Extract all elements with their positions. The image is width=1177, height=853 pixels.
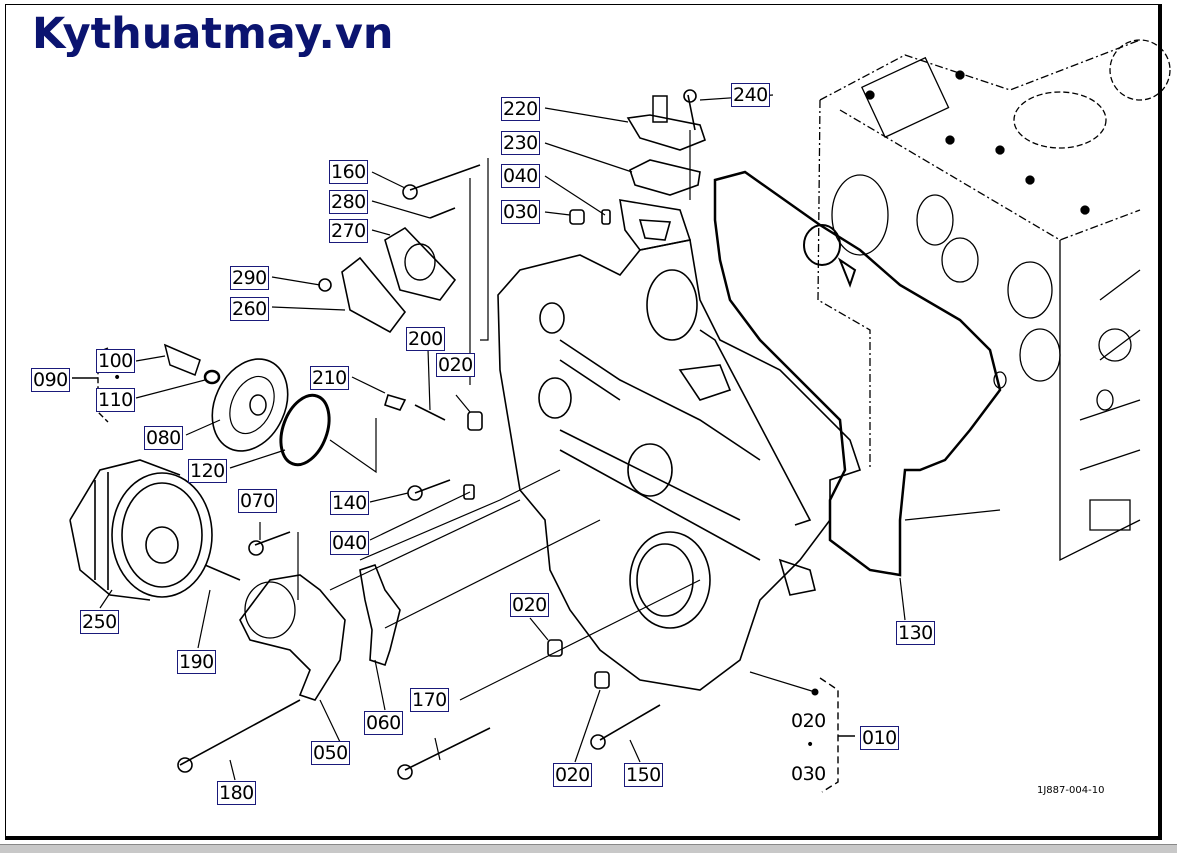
callout-220[interactable]: 220 — [501, 97, 540, 121]
callout-210[interactable]: 210 — [310, 366, 349, 390]
callout-120[interactable]: 120 — [188, 459, 227, 483]
group-010-separator: • — [806, 737, 815, 753]
gasket-270 — [384, 226, 457, 301]
callout-240[interactable]: 240 — [731, 83, 770, 107]
gear-case — [497, 199, 862, 691]
callout-040-bottom[interactable]: 040 — [330, 531, 369, 555]
filter-bracket-050 — [239, 574, 346, 701]
callout-080[interactable]: 080 — [144, 426, 183, 450]
callout-260[interactable]: 260 — [230, 297, 269, 321]
callout-060[interactable]: 060 — [364, 711, 403, 735]
cover-260 — [341, 256, 407, 334]
callout-290[interactable]: 290 — [230, 266, 269, 290]
callout-050[interactable]: 050 — [311, 741, 350, 765]
callout-090[interactable]: 090 — [31, 368, 70, 392]
callout-020-top[interactable]: 020 — [436, 353, 475, 377]
callout-270[interactable]: 270 — [329, 219, 368, 243]
drawing-frame — [5, 4, 1162, 840]
gasket-130 — [713, 170, 1002, 577]
oil-cooler-080 — [211, 358, 289, 452]
callout-230[interactable]: 230 — [501, 131, 540, 155]
callout-250[interactable]: 250 — [80, 610, 119, 634]
group-010-item-bottom: 030 — [791, 763, 826, 785]
callout-280[interactable]: 280 — [329, 190, 368, 214]
callout-170[interactable]: 170 — [410, 688, 449, 712]
oil-filter-250 — [69, 459, 213, 601]
callout-100[interactable]: 100 — [96, 349, 135, 373]
group-090-separator: • — [113, 370, 122, 386]
site-logo: Kythuatmay.vn — [32, 9, 394, 59]
water-flange-220 — [626, 114, 706, 151]
o-ring-120 — [279, 393, 331, 467]
callout-150[interactable]: 150 — [624, 763, 663, 787]
callout-110[interactable]: 110 — [96, 388, 135, 412]
callout-070[interactable]: 070 — [238, 489, 277, 513]
bolts — [177, 89, 697, 780]
drawing-code: 1J887-004-10 — [1037, 785, 1105, 796]
callout-040-top[interactable]: 040 — [501, 164, 540, 188]
callout-180[interactable]: 180 — [217, 781, 256, 805]
group-010-item-top: 020 — [791, 710, 826, 732]
gasket-060 — [359, 564, 401, 667]
callout-190[interactable]: 190 — [177, 650, 216, 674]
callout-010[interactable]: 010 — [860, 726, 899, 750]
window-bottom-edge — [0, 844, 1177, 853]
gasket-230 — [629, 159, 701, 196]
callout-160[interactable]: 160 — [329, 160, 368, 184]
engine-block — [817, 39, 1171, 562]
callout-200[interactable]: 200 — [406, 327, 445, 351]
callout-130[interactable]: 130 — [896, 621, 935, 645]
callout-030[interactable]: 030 — [501, 200, 540, 224]
callout-020-mid[interactable]: 020 — [510, 593, 549, 617]
callout-020-bottom[interactable]: 020 — [553, 763, 592, 787]
leader-lines — [99, 94, 1001, 781]
callout-140[interactable]: 140 — [330, 491, 369, 515]
